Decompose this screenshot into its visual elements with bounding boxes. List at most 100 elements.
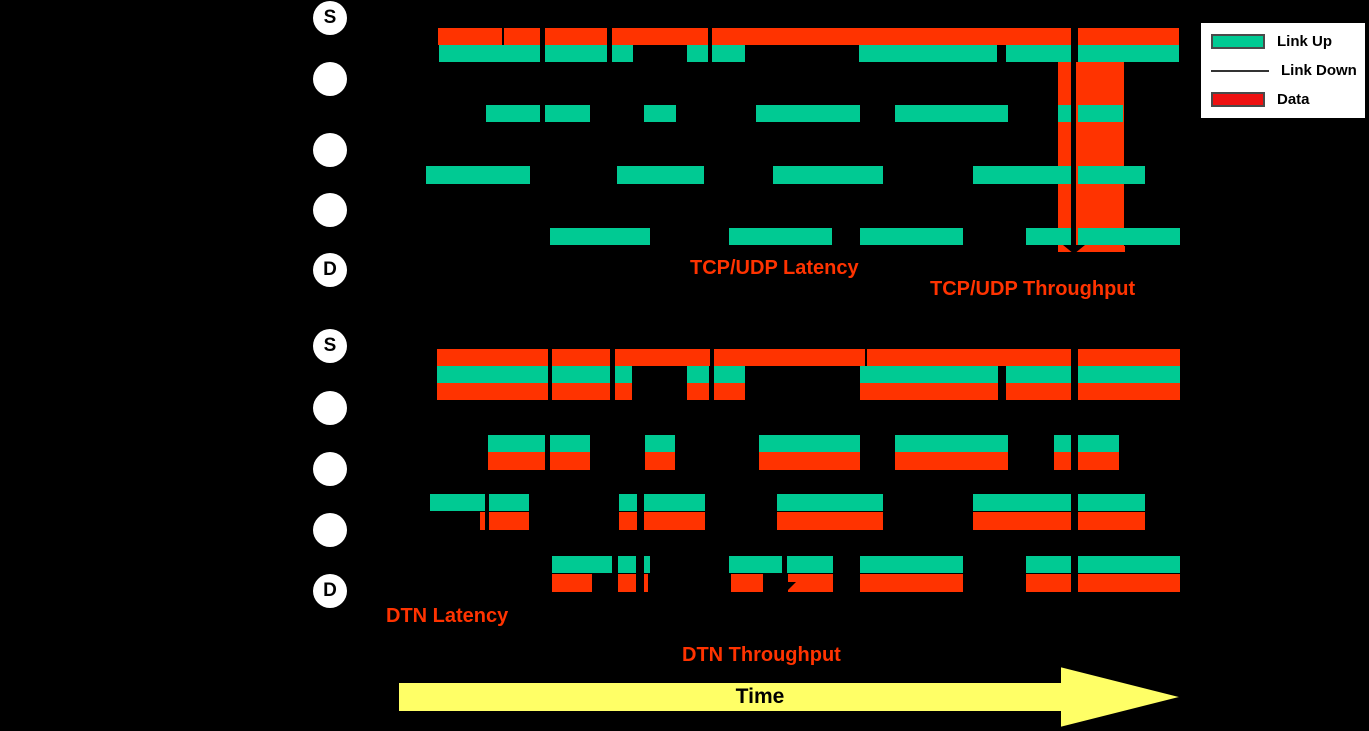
node-relay-3: [313, 193, 347, 227]
link-up-segment: [729, 556, 782, 573]
link-up-segment: [895, 105, 1008, 122]
link-up-segment: [1078, 435, 1119, 452]
link-up-segment: [859, 45, 997, 62]
dtn-delivery-marker-icon: [780, 582, 796, 590]
link-up-segment: [1078, 166, 1145, 184]
data-segment: [550, 452, 590, 470]
node-relay-1: [313, 62, 347, 96]
link-up-segment: [756, 105, 860, 122]
data-segment: [618, 574, 636, 592]
link-up-segment: [612, 45, 633, 62]
tcp-udp-throughput-label: TCP/UDP Throughput: [930, 278, 1136, 300]
link-up-segment: [759, 435, 860, 452]
link-up-segment: [644, 556, 650, 573]
link-up-segment: [545, 45, 607, 62]
link-up-segment: [712, 45, 745, 62]
link-up-segment: [1078, 45, 1179, 62]
data-segment: [867, 349, 1071, 366]
link-up-segment: [1078, 105, 1123, 122]
link-up-segment: [973, 166, 1071, 184]
time-axis-label: Time: [735, 685, 785, 708]
legend-item-link-up: Link Up: [1211, 33, 1359, 50]
data-segment: [860, 383, 998, 400]
data-segment: [712, 28, 1071, 45]
data-segment: [731, 574, 763, 592]
data-segment: [1078, 28, 1179, 45]
node-destination: D: [313, 253, 347, 287]
data-swatch-icon: [1211, 92, 1265, 107]
link-down-swatch-icon: [1211, 69, 1269, 72]
link-up-segment: [777, 494, 883, 511]
node-destination: D: [313, 574, 347, 608]
node-source: S: [313, 1, 347, 35]
dtn-throughput-label: DTN Throughput: [682, 644, 841, 666]
link-up-segment: [489, 494, 529, 511]
data-segment: [1078, 574, 1180, 592]
node-relay-2: [313, 133, 347, 167]
data-segment: [504, 28, 540, 45]
link-up-segment: [1006, 45, 1071, 62]
data-segment: [615, 349, 710, 366]
link-up-segment: [550, 435, 590, 452]
link-up-segment: [1026, 556, 1071, 573]
data-segment: [895, 452, 1008, 470]
data-segment: [714, 383, 745, 400]
link-up-segment: [860, 556, 963, 573]
link-up-segment: [860, 228, 963, 245]
link-up-segment: [1006, 366, 1071, 383]
time-axis-arrow: [397, 664, 1184, 730]
link-up-segment: [1026, 228, 1071, 245]
link-up-segment: [550, 228, 650, 245]
legend-item-data: Data: [1211, 91, 1359, 108]
data-segment: [645, 452, 675, 470]
data-segment: [489, 512, 529, 530]
legend-item-link-down: Link Down: [1211, 62, 1359, 79]
data-segment: [612, 28, 708, 45]
data-segment: [687, 383, 709, 400]
data-segment: [1078, 452, 1119, 470]
data-segment: [973, 512, 1071, 530]
data-segment: [1078, 383, 1180, 400]
data-segment: [1078, 349, 1180, 366]
link-up-segment: [617, 166, 704, 184]
legend-label-link-up: Link Up: [1277, 33, 1332, 50]
data-segment: [438, 28, 502, 45]
link-up-segment: [644, 105, 676, 122]
data-segment: [644, 512, 705, 530]
data-segment: [1026, 574, 1071, 592]
data-segment: [644, 574, 648, 592]
throughput-data-column: [1058, 62, 1124, 246]
data-segment: [552, 574, 592, 592]
link-up-segment: [618, 556, 636, 573]
link-up-segment: [437, 366, 548, 383]
link-up-segment: [729, 228, 832, 245]
node-relay-1: [313, 391, 347, 425]
link-up-segment: [687, 45, 708, 62]
link-up-segment: [773, 166, 883, 184]
data-segment: [488, 452, 545, 470]
data-segment: [619, 512, 637, 530]
data-segment: [1058, 246, 1125, 252]
data-segment: [759, 452, 860, 470]
link-up-segment: [895, 435, 1008, 452]
legend: Link Up Link Down Data: [1199, 21, 1367, 120]
node-source: S: [313, 329, 347, 363]
dtn-latency-label: DTN Latency: [386, 605, 509, 627]
link-up-segment: [687, 366, 709, 383]
link-up-segment: [426, 166, 530, 184]
link-up-segment: [488, 435, 545, 452]
data-segment: [615, 383, 632, 400]
link-up-segment: [1078, 366, 1180, 383]
data-segment: [545, 28, 607, 45]
link-up-segment: [644, 494, 705, 511]
data-segment: [552, 349, 610, 366]
link-up-segment: [486, 105, 540, 122]
data-segment: [437, 383, 548, 400]
link-up-swatch-icon: [1211, 34, 1265, 49]
data-segment: [777, 512, 883, 530]
link-up-segment: [860, 366, 998, 383]
data-segment: [714, 349, 865, 366]
legend-label-data: Data: [1277, 91, 1310, 108]
data-segment: [552, 383, 610, 400]
